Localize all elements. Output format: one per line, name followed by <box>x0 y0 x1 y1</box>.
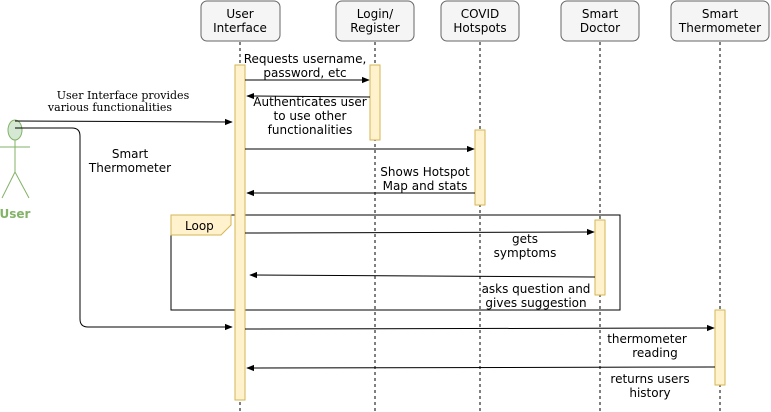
message-label: reading <box>632 346 678 360</box>
actor-label: User <box>0 207 31 221</box>
participant-smart-doctor[interactable]: Smart Doctor <box>560 0 640 42</box>
participant-label: Login/ <box>357 7 394 21</box>
participant-label: Smart <box>582 7 619 21</box>
activation-smart-thermometer <box>714 309 726 386</box>
message-label: Requests username, <box>244 52 367 66</box>
loop-frame: Loop <box>170 214 621 311</box>
participant-login-register[interactable]: Login/ Register <box>335 0 415 42</box>
message-gives-suggestion: asks question and gives suggestion <box>249 271 596 310</box>
participant-label: User <box>226 7 253 21</box>
message-label: asks question and <box>482 282 591 296</box>
message-gets-symptoms: gets symptoms <box>244 228 595 260</box>
participant-covid-hotspots[interactable]: COVID Hotspots <box>440 0 520 42</box>
participant-label: Thermometer <box>678 21 761 35</box>
activation-user-interface <box>234 64 246 401</box>
activation-login-register <box>369 64 381 141</box>
participant-label: COVID <box>461 7 500 21</box>
message-label: Thermometer <box>88 161 171 175</box>
message-label: history <box>629 386 670 400</box>
message-label: Map and stats <box>383 179 468 193</box>
message-label: gives suggestion <box>485 296 586 310</box>
actor-user[interactable] <box>0 119 30 199</box>
message-requests-credentials: Requests username, password, etc <box>244 52 370 84</box>
participant-label: Hotspots <box>453 21 506 35</box>
message-label: returns users <box>610 372 689 386</box>
participant-label: Smart <box>702 7 739 21</box>
participant-label: Register <box>350 21 399 35</box>
message-label: Authenticates user <box>253 95 366 109</box>
message-shows-hotspot: Shows Hotspot Map and stats <box>246 165 475 197</box>
actor-head <box>7 119 23 141</box>
activation-smart-doctor <box>594 219 606 296</box>
loop-label: Loop <box>185 219 214 233</box>
message-actor-to-ui: User Interface provides various function… <box>14 89 233 126</box>
message-returns-history: returns users history <box>246 364 716 400</box>
message-label: gets <box>512 232 538 246</box>
message-actor-to-ui-thermometer: Smart Thermometer <box>15 127 233 331</box>
message-label: password, etc <box>263 66 346 80</box>
participant-smart-thermometer[interactable]: Smart Thermometer <box>670 0 770 42</box>
message-thermometer-reading: thermometer reading <box>244 324 715 360</box>
message-label: various functionalities <box>47 101 172 114</box>
participant-label: Interface <box>213 21 267 35</box>
participant-user-interface[interactable]: User Interface <box>200 0 281 42</box>
message-label: to use other <box>274 109 347 123</box>
message-label: User Interface provides <box>57 89 190 102</box>
message-label: Smart <box>112 147 149 161</box>
message-label: functionalities <box>268 123 353 137</box>
message-label: symptoms <box>494 246 557 260</box>
message-label: thermometer <box>607 332 687 346</box>
participant-label: Doctor <box>580 21 620 35</box>
message-authenticates-user: Authenticates user to use other function… <box>246 92 371 137</box>
activation-covid-hotspots <box>474 129 486 206</box>
message-label: Shows Hotspot <box>380 165 470 179</box>
